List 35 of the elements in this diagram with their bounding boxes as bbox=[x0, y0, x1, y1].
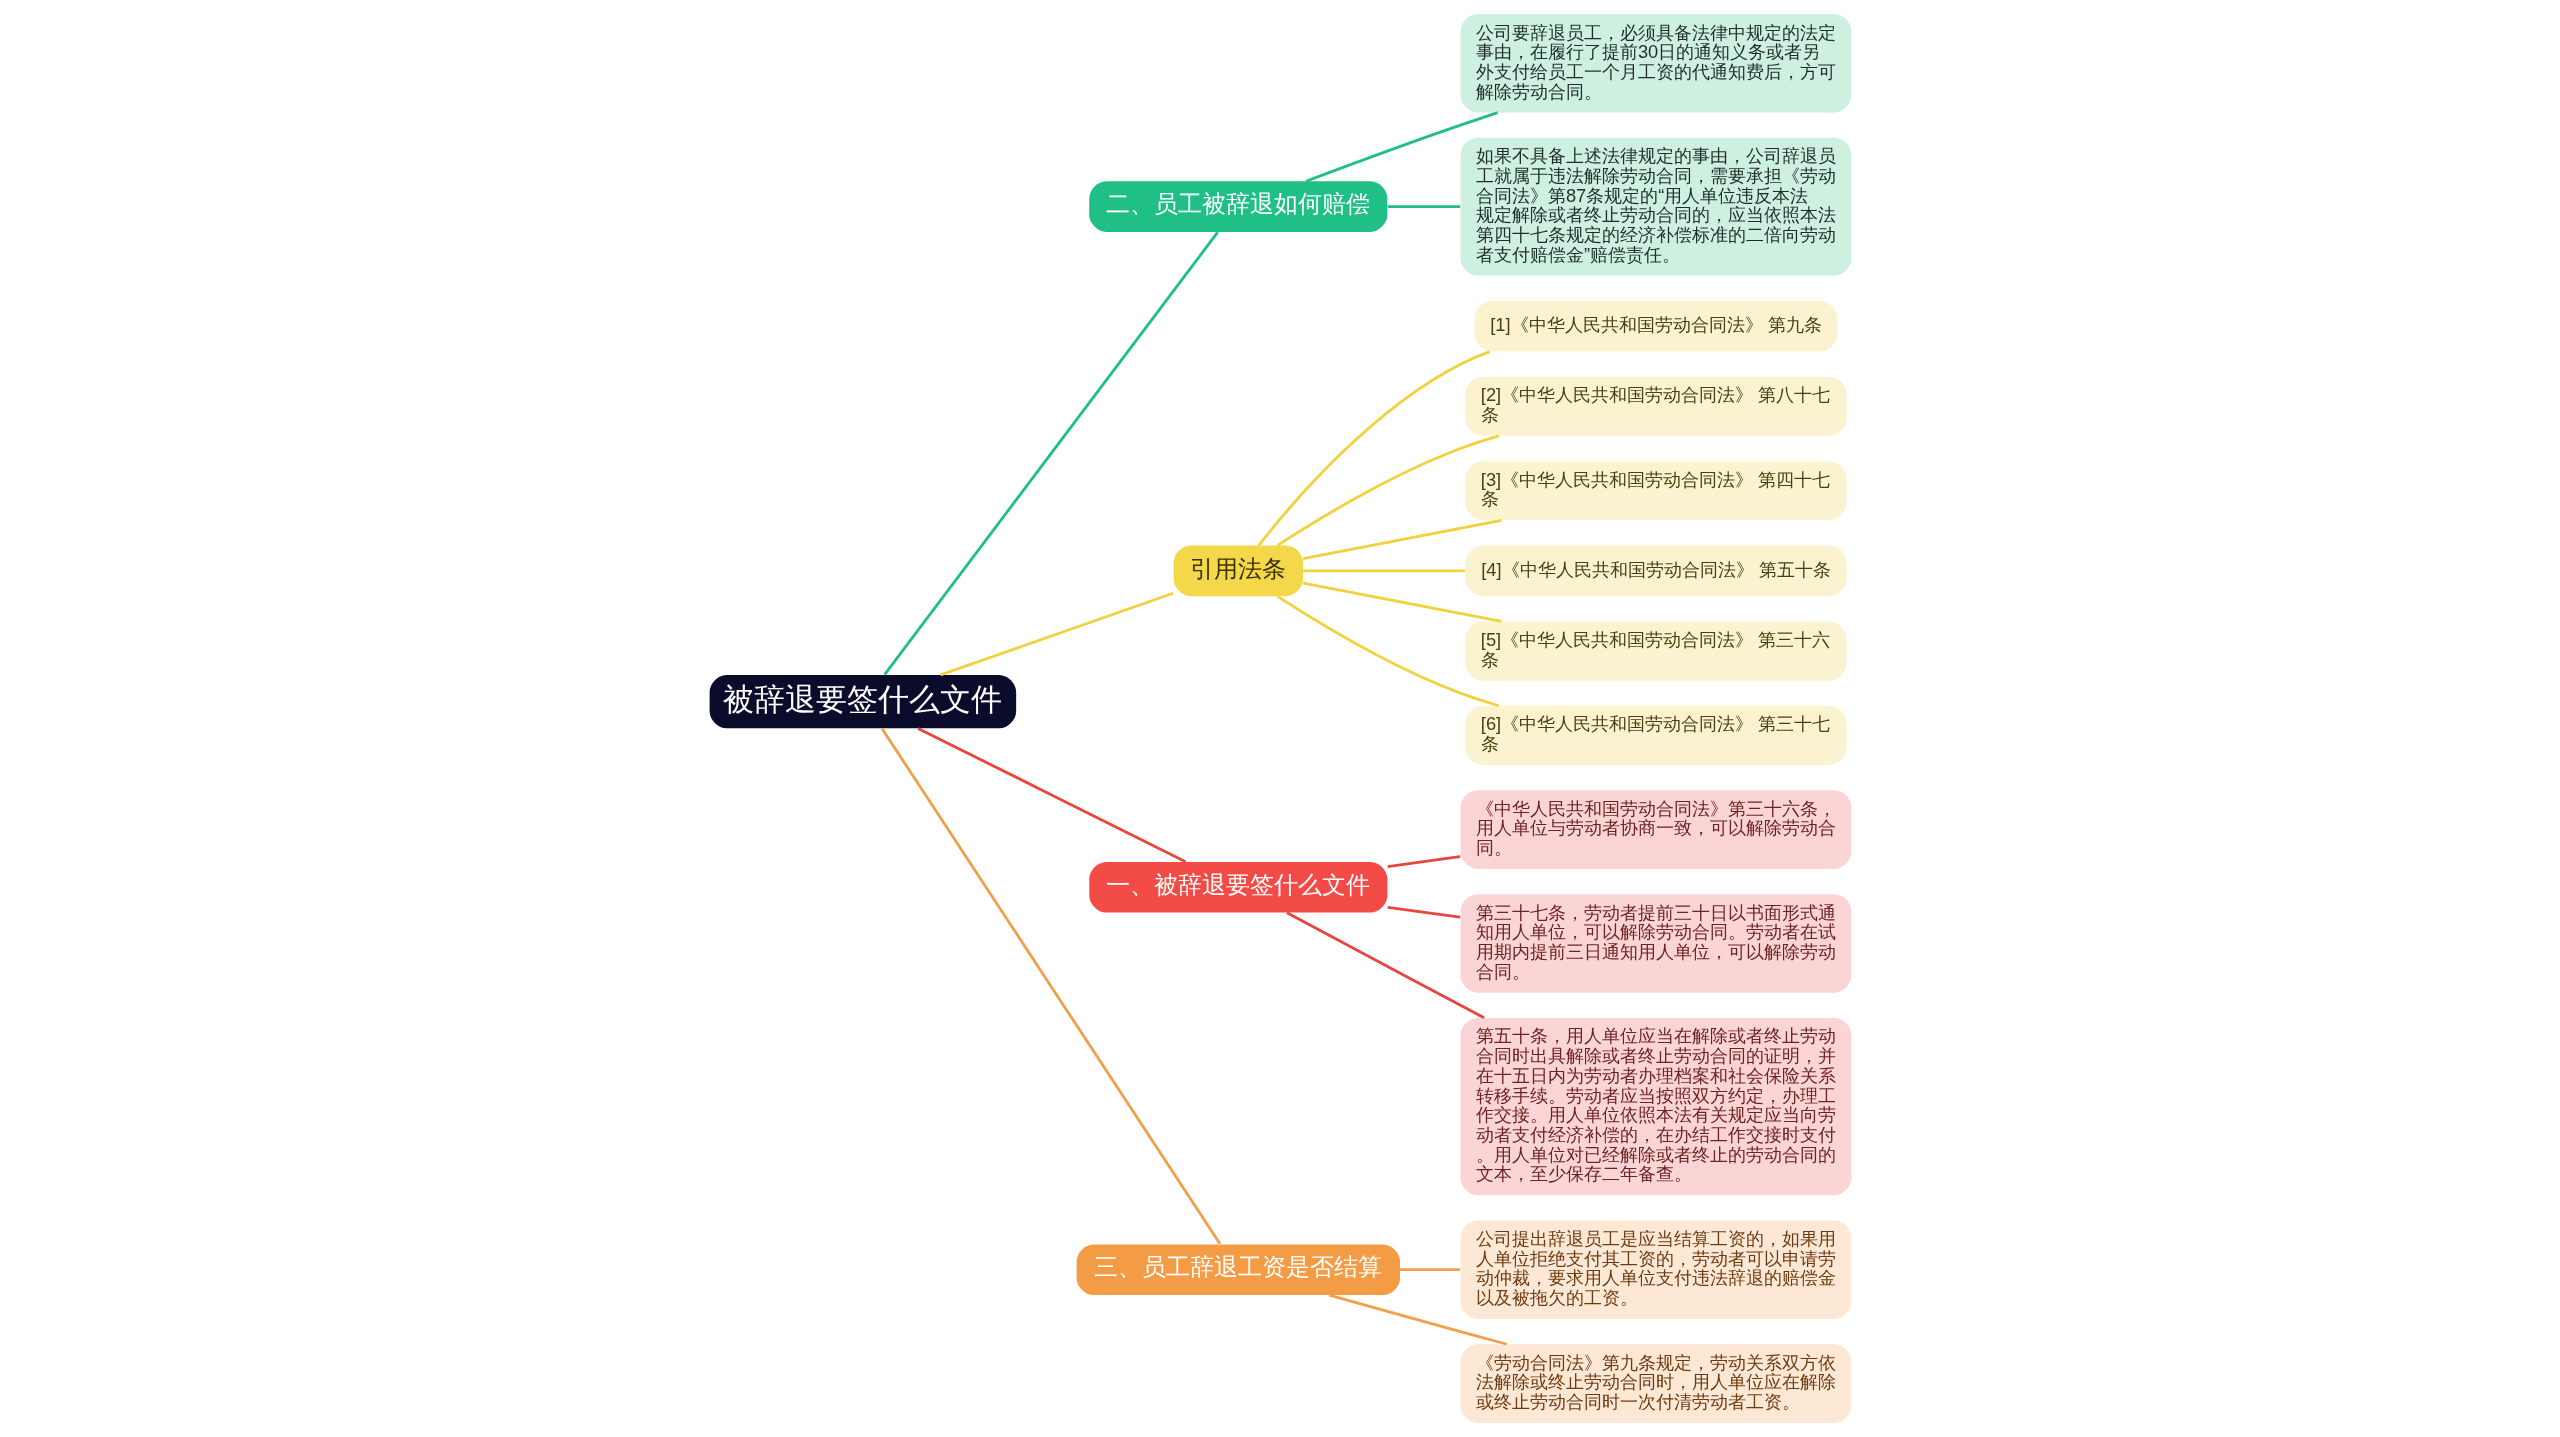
node-box: [1]《中华人民共和国劳动合同法》 第九条 bbox=[1474, 300, 1837, 352]
connector bbox=[880, 727, 1221, 1245]
connector bbox=[916, 727, 1186, 863]
connector bbox=[1302, 518, 1502, 560]
connector bbox=[1387, 205, 1460, 209]
connector bbox=[1276, 595, 1499, 708]
connector bbox=[939, 591, 1174, 677]
node-box: 第五十条，用人单位应当在解除或者终止劳动合同时出具解除或者终止劳动合同的证明，并在十五日内为劳动者办理档案和社会保险关系转移手续。劳动者应当按照双方约定，办理工作交接。用人单位依照本法有关规定应当向劳动者支付经济补偿的，在办结工作交接时支付。用人单位对已经解除或者终止的劳动合同的文本，至少保存二年备查。 bbox=[1460, 1018, 1851, 1196]
connector bbox=[1328, 1293, 1507, 1346]
connector bbox=[1387, 855, 1460, 869]
node-box: [5]《中华人民共和国劳动合同法》 第三十六条 bbox=[1464, 621, 1846, 681]
node-box: 《劳动合同法》第九条规定，劳动关系双方依法解除或终止劳动合同时，用人单位应在解除或终止劳动合同时一次付清劳动者工资。 bbox=[1460, 1344, 1851, 1423]
node-box: 三、员工辞退工资是否结算 bbox=[1076, 1244, 1400, 1295]
connector bbox=[1276, 434, 1499, 547]
node-box: [6]《中华人民共和国劳动合同法》 第三十七条 bbox=[1464, 705, 1846, 765]
node-box: 二、员工被辞退如何赔偿 bbox=[1088, 181, 1387, 232]
node-box: 第三十七条，劳动者提前三十日以书面形式通知用人单位，可以解除劳动合同。劳动者在试用期内提前三日通知用人单位，可以解除劳动合同。 bbox=[1460, 894, 1851, 993]
node-box: 如果不具备上述法律规定的事由，公司辞退员工就属于违法解除劳动合同，需要承担《劳动合同法》第87条规定的“用人单位违反本法规定解除或者终止劳动合同的，应当依照本法第四十七条规定的经济补偿标准的二倍向劳动者支付赔偿金”赔偿责任。 bbox=[1460, 137, 1851, 276]
node-box: [4]《中华人民共和国劳动合同法》 第五十条 bbox=[1464, 545, 1846, 597]
node-box: 《中华人民共和国劳动合同法》第三十六条，用人单位与劳动者协商一致，可以解除劳动合同。 bbox=[1460, 790, 1851, 869]
connector bbox=[1305, 111, 1498, 183]
node-box: 公司提出辞退员工是应当结算工资的，如果用人单位拒绝支付其工资的，劳动者可以申请劳动仲裁，要求用人单位支付违法辞退的赔偿金以及被拖欠的工资。 bbox=[1460, 1220, 1851, 1319]
connector bbox=[1285, 911, 1485, 1020]
connector bbox=[882, 231, 1219, 676]
connector bbox=[1399, 1268, 1460, 1272]
node-box: [3]《中华人民共和国劳动合同法》 第四十七条 bbox=[1464, 461, 1846, 521]
connector bbox=[1302, 581, 1502, 623]
node-box: [2]《中华人民共和国劳动合同法》 第八十七条 bbox=[1464, 376, 1846, 436]
connector bbox=[1302, 569, 1465, 573]
connector bbox=[1257, 350, 1490, 547]
connector bbox=[1387, 905, 1460, 919]
node-box: 引用法条 bbox=[1173, 545, 1303, 597]
node-box: 一、被辞退要签什么文件 bbox=[1088, 861, 1387, 913]
node-box: 被辞退要签什么文件 bbox=[709, 674, 1016, 729]
node-box: 公司要辞退员工，必须具备法律中规定的法定事由，在履行了提前30日的通知义务或者另外支付给员工一个月工资的代通知费后，方可解除劳动合同。 bbox=[1460, 14, 1851, 113]
